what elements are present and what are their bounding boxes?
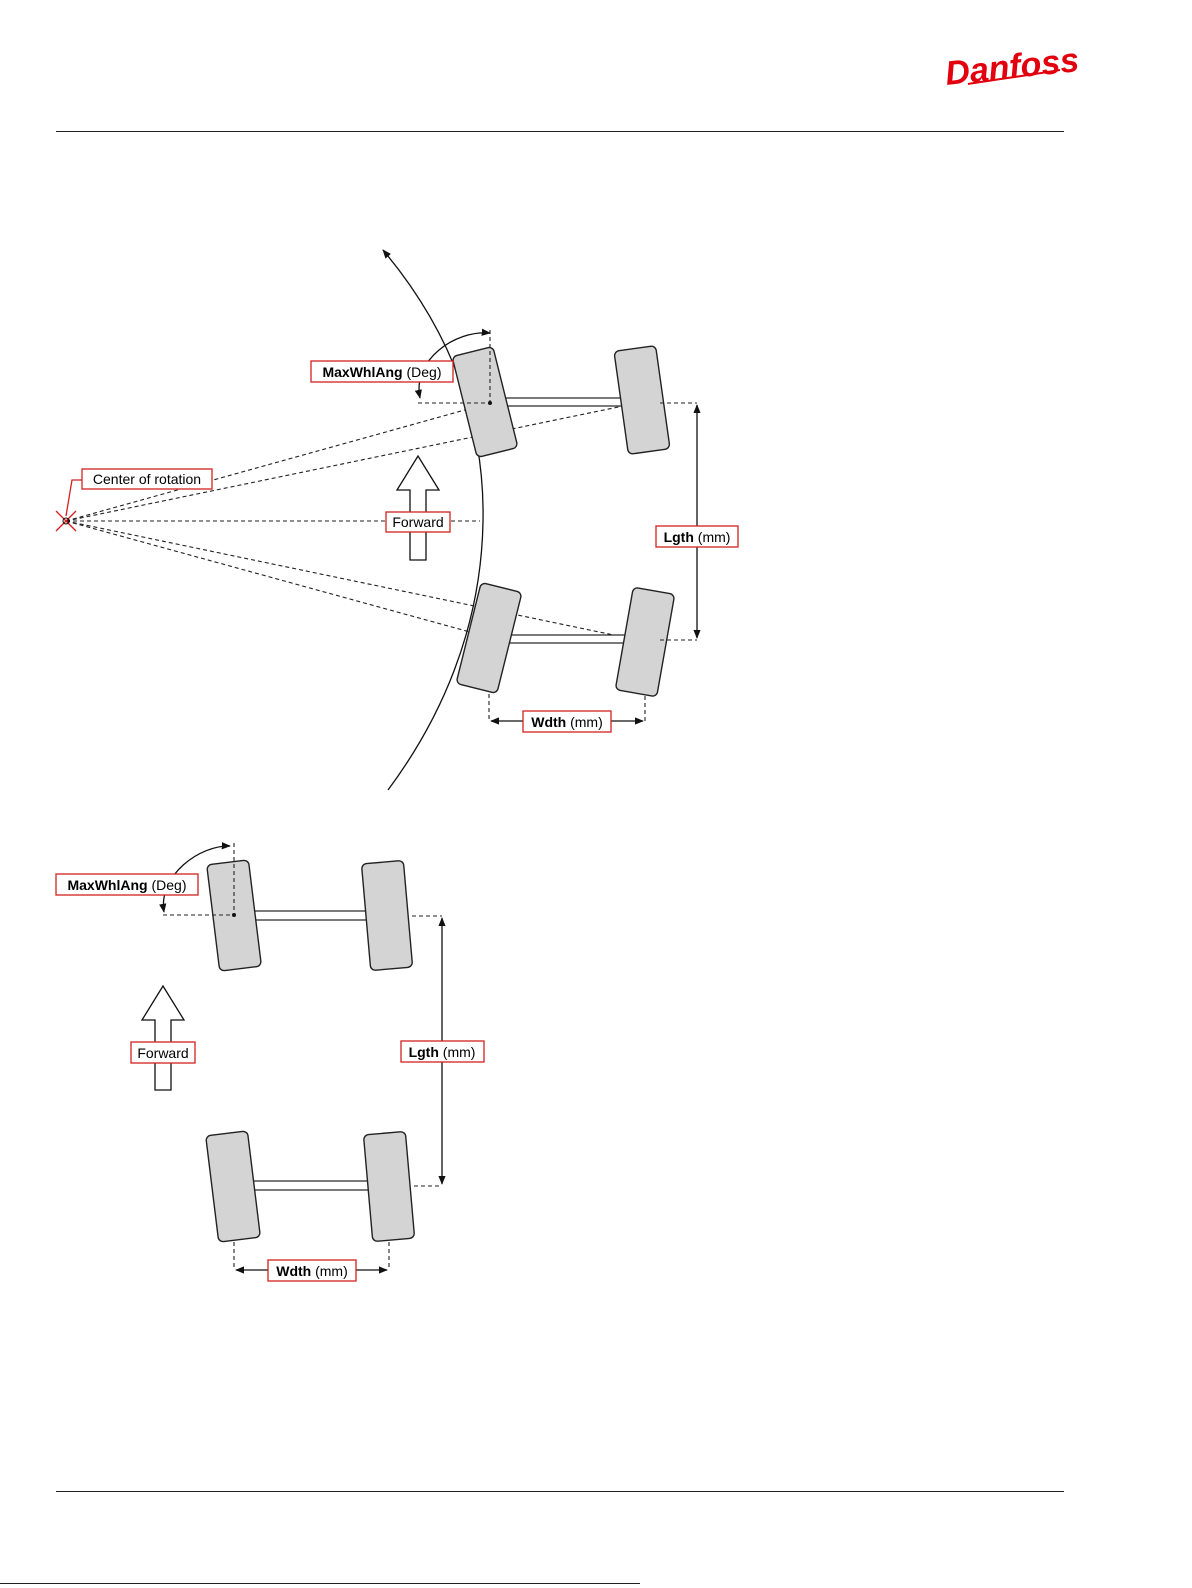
label-max-wheel-angle: MaxWhlAng (Deg)	[311, 361, 453, 382]
label-width: Wdth (mm)	[523, 711, 611, 732]
svg-text:Lgth (mm): Lgth (mm)	[664, 529, 731, 545]
svg-text:Wdth (mm): Wdth (mm)	[276, 1263, 348, 1279]
rotation-lines	[66, 403, 628, 638]
rear-left-tire-2	[206, 1131, 261, 1242]
rear-right-tire-2	[363, 1131, 414, 1241]
label-length: Lgth (mm)	[656, 526, 738, 547]
straight-diagram: MaxWhlAng (Deg) Forward Lgth (mm) Wdth (…	[56, 843, 484, 1281]
label-center-of-rotation: Center of rotation	[82, 469, 212, 489]
center-of-rotation-marker	[56, 480, 82, 531]
label-length-2: Lgth (mm)	[401, 1041, 484, 1062]
svg-text:Danfoss: Danfoss	[943, 41, 1080, 93]
turning-diagram: Center of rotation MaxWhlAng (Deg) Forwa…	[56, 250, 738, 790]
svg-text:Lgth (mm): Lgth (mm)	[409, 1044, 476, 1060]
svg-text:Forward: Forward	[137, 1045, 188, 1061]
front-right-tire-2	[361, 860, 412, 970]
label-forward: Forward	[386, 512, 450, 532]
front-axle-2	[252, 911, 372, 920]
svg-text:Center of rotation: Center of rotation	[93, 471, 201, 487]
rear-axle-2	[252, 1181, 372, 1190]
svg-text:Forward: Forward	[392, 514, 443, 530]
svg-text:MaxWhlAng (Deg): MaxWhlAng (Deg)	[322, 364, 441, 380]
forward-arrow-2	[142, 986, 184, 1090]
forward-arrow	[397, 456, 439, 560]
rear-axle	[504, 635, 626, 643]
label-forward-2: Forward	[131, 1042, 195, 1063]
label-max-wheel-angle-2: MaxWhlAng (Deg)	[56, 874, 198, 895]
rear-right-tire	[615, 587, 674, 697]
front-axle	[504, 398, 626, 406]
svg-text:MaxWhlAng (Deg): MaxWhlAng (Deg)	[67, 877, 186, 893]
danfoss-logo: Danfoss	[943, 41, 1080, 93]
front-right-tire	[614, 346, 670, 455]
label-width-2: Wdth (mm)	[268, 1260, 356, 1281]
svg-text:Wdth (mm): Wdth (mm)	[531, 714, 603, 730]
